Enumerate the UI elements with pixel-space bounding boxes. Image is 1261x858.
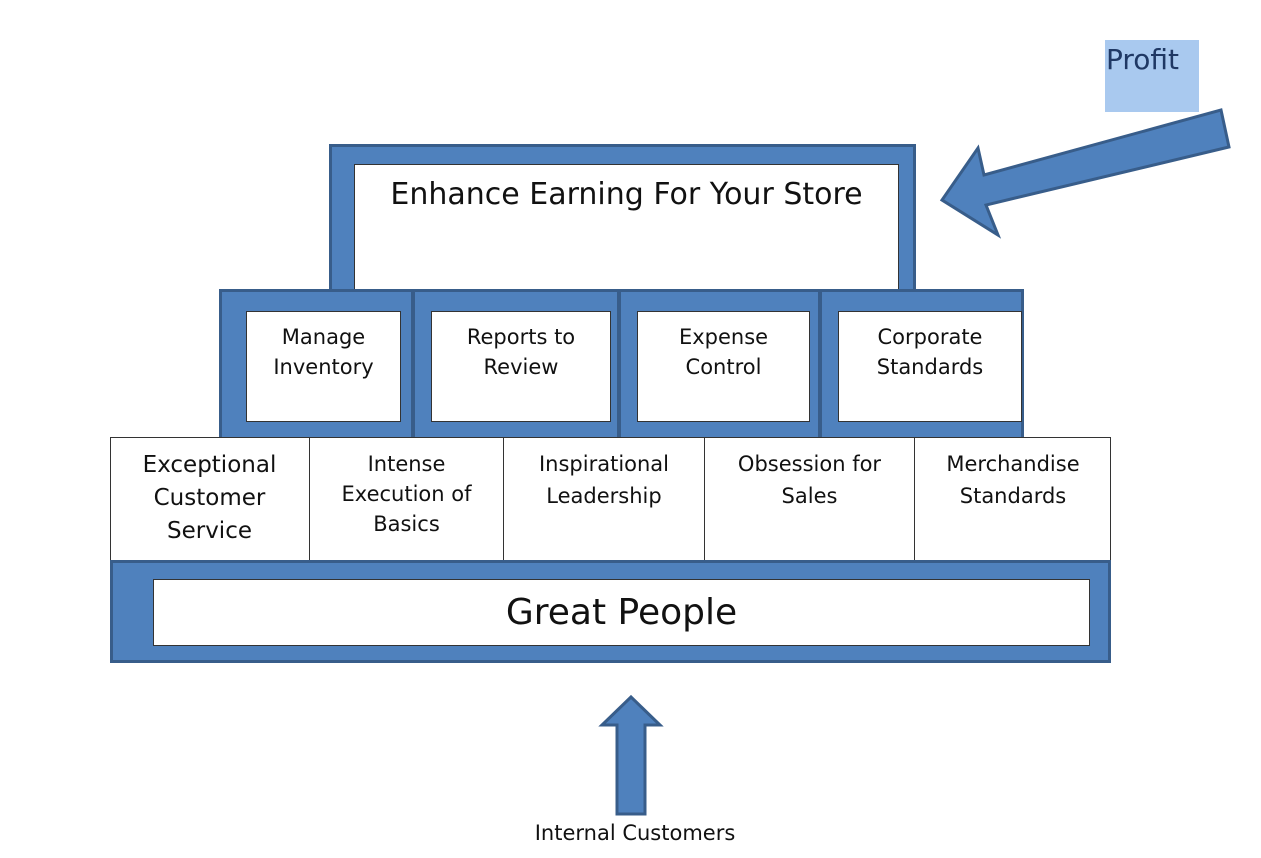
pillar-divider [617, 291, 621, 439]
value-label: Merchandise Standards [946, 452, 1080, 508]
top-title: Enhance Earning For Your Store [390, 177, 863, 212]
value-merchandise-standards: Merchandise Standards [915, 437, 1111, 561]
pillar-label: Reports to Review [466, 325, 576, 379]
pillar-corporate-standards: Corporate Standards [838, 311, 1022, 422]
pillar-divider [818, 291, 822, 439]
profit-arrow [939, 108, 1231, 239]
pillar-label: Manage Inventory [273, 325, 374, 379]
value-exceptional-customer-service: Exceptional Customer Service [110, 437, 310, 561]
pillar-label: Expense Control [678, 325, 769, 379]
profit-box: Profit [1105, 40, 1199, 112]
internal-customers-arrow [598, 694, 664, 816]
value-obsession-for-sales: Obsession for Sales [705, 437, 915, 561]
profit-label: Profit [1106, 43, 1180, 76]
pillar-label: Corporate Standards [876, 325, 984, 379]
foundation-box: Great People [153, 579, 1090, 646]
value-inspirational-leadership: Inspirational Leadership [504, 437, 705, 561]
pillar-reports-to-review: Reports to Review [431, 311, 611, 422]
foundation-label: Great People [505, 592, 738, 633]
pillar-expense-control: Expense Control [637, 311, 810, 422]
value-label: Obsession for Sales [737, 452, 882, 508]
pillar-manage-inventory: Manage Inventory [246, 311, 401, 422]
value-label: Inspirational Leadership [538, 452, 670, 508]
top-title-box: Enhance Earning For Your Store [354, 164, 899, 291]
value-label: Exceptional Customer Service [142, 452, 277, 544]
value-intense-execution-of-basics: Intense Execution of Basics [310, 437, 504, 561]
value-label: Intense Execution of Basics [341, 452, 472, 536]
pillar-divider [411, 291, 415, 439]
internal-customers-label: Internal Customers [534, 821, 736, 845]
